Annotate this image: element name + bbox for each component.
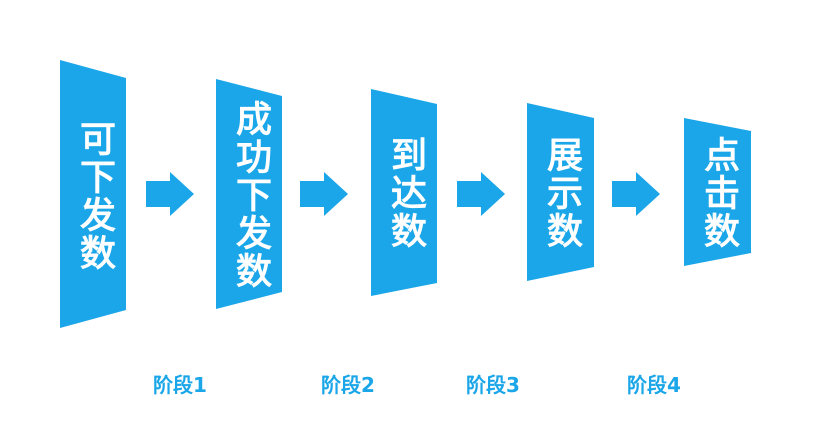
stage-label-1: 可下发数 bbox=[74, 120, 115, 272]
stage-shape-1 bbox=[60, 60, 126, 328]
stage-label-5: 点击数 bbox=[698, 136, 739, 250]
stage-label-3: 到达数 bbox=[385, 136, 426, 250]
stage-shape-4 bbox=[527, 103, 594, 281]
right-arrow-icon bbox=[457, 172, 505, 216]
stage-label-2: 成功下发数 bbox=[230, 100, 271, 290]
stage-shape-2 bbox=[216, 79, 282, 309]
phase-label-1: 阶段1 bbox=[153, 373, 207, 397]
stage-label-4: 展示数 bbox=[541, 136, 582, 250]
phase-label-2: 阶段2 bbox=[321, 373, 375, 397]
phase-label-3: 阶段3 bbox=[466, 373, 520, 397]
phase-label-4: 阶段4 bbox=[627, 373, 681, 397]
stage-shape-3 bbox=[371, 89, 437, 296]
right-arrow-icon bbox=[146, 172, 194, 216]
right-arrow-icon bbox=[612, 172, 660, 216]
right-arrow-icon bbox=[300, 172, 348, 216]
stage-shape-5 bbox=[684, 118, 751, 266]
